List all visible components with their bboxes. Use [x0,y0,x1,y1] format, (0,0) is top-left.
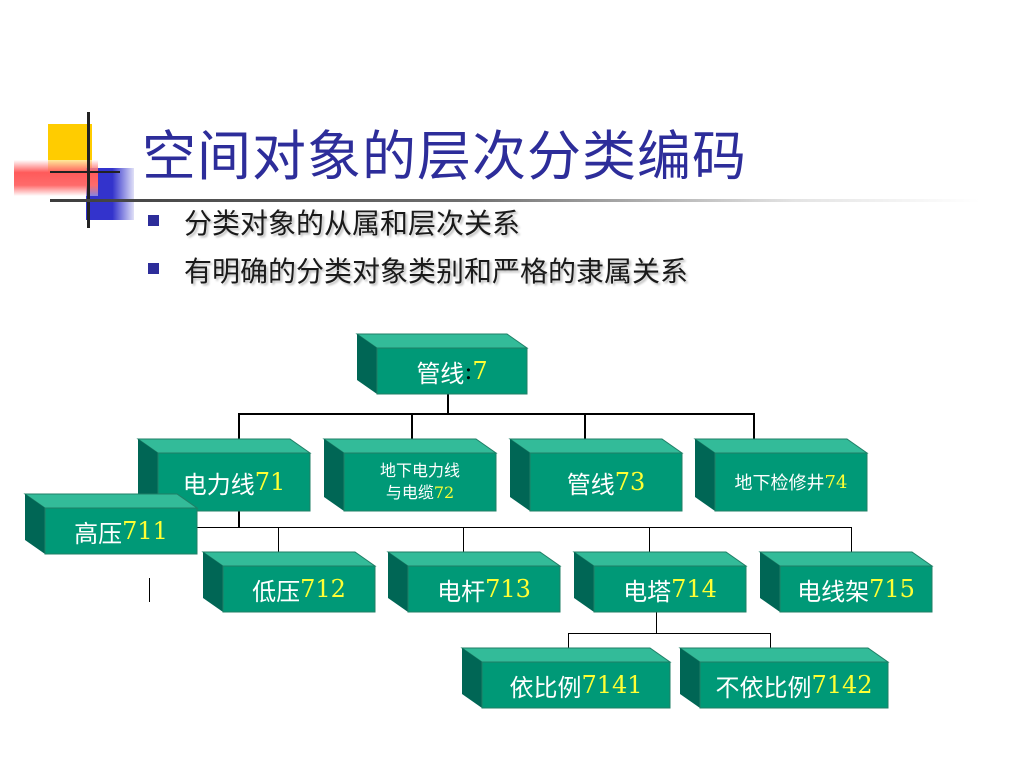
connector-line [100,527,852,528]
node-code: 7141 [581,671,643,699]
node-name: 电塔 [623,577,672,606]
node-code: 712 [300,575,346,603]
node-name-line1: 地下电力线 [379,461,460,480]
connector-line [770,633,771,649]
node-name-line2: 与电缆 [385,483,434,502]
box-shape [322,438,498,512]
node-name: 地下检修井 [734,473,825,494]
title-underline [50,199,980,202]
deco-vertical-line [87,112,90,228]
node-code: 714 [671,575,717,603]
connector-line [584,413,586,440]
connector-line [447,392,449,414]
connector-line [753,413,755,440]
connector-line [568,633,771,634]
deco-red-bar [14,160,98,196]
box-shape [386,551,562,613]
node-code: 715 [869,575,915,603]
connector-line [851,527,852,553]
node-code: 74 [824,471,848,493]
node-label: 地下电力线 与电缆72 [344,453,496,511]
node-name: 电线架 [797,577,870,606]
connector-line [278,527,279,553]
box-shape [693,438,869,512]
bullet-text: 分类对象的从属和层次关系 [184,207,521,240]
connector-line [463,527,464,553]
node-code: 72 [433,483,455,502]
node-name: 管线 [566,470,615,499]
node-code: 711 [122,517,168,545]
node-name: 高压 [74,519,123,548]
connector-line [238,413,240,440]
deco-horizontal-line [50,171,120,173]
box-shape [201,551,377,613]
connector-line [238,413,755,415]
box-shape [508,438,684,512]
node-name: 电杆 [437,577,486,606]
page-title: 空间对象的层次分类编码 [142,125,747,188]
connector-line [411,413,413,440]
node-name: 依比例 [509,673,582,702]
node-name: 管线 [416,359,465,388]
node-code: 71 [254,468,286,496]
connector-line [568,633,569,649]
box-shape [572,551,748,613]
node-separator: : [464,357,473,385]
connector-line [238,510,240,528]
bullet-square-icon [148,215,159,226]
node-code: 713 [485,575,531,603]
box-shape [460,647,672,709]
node-code: 73 [614,468,646,496]
connector-line [649,527,650,553]
node-code: 7 [472,357,488,385]
bullet-text: 有明确的分类对象类别和严格的隶属关系 [184,255,689,288]
node-name: 电力线 [182,470,255,499]
bullet-square-icon [148,263,159,274]
node-root: 管线:7 [355,333,529,395]
node-name: 低压 [252,577,301,606]
box-shape [23,493,199,555]
box-shape [758,551,934,613]
connector-line [149,578,150,602]
box-shape [678,647,890,709]
node-label: 管线:7 [377,348,527,394]
connector-line [656,610,657,634]
node-code: 7142 [811,671,873,699]
node-level2: 地下电力线 与电缆72 [322,438,498,512]
box-shape [355,333,529,395]
node-name: 不依比例 [715,673,812,702]
